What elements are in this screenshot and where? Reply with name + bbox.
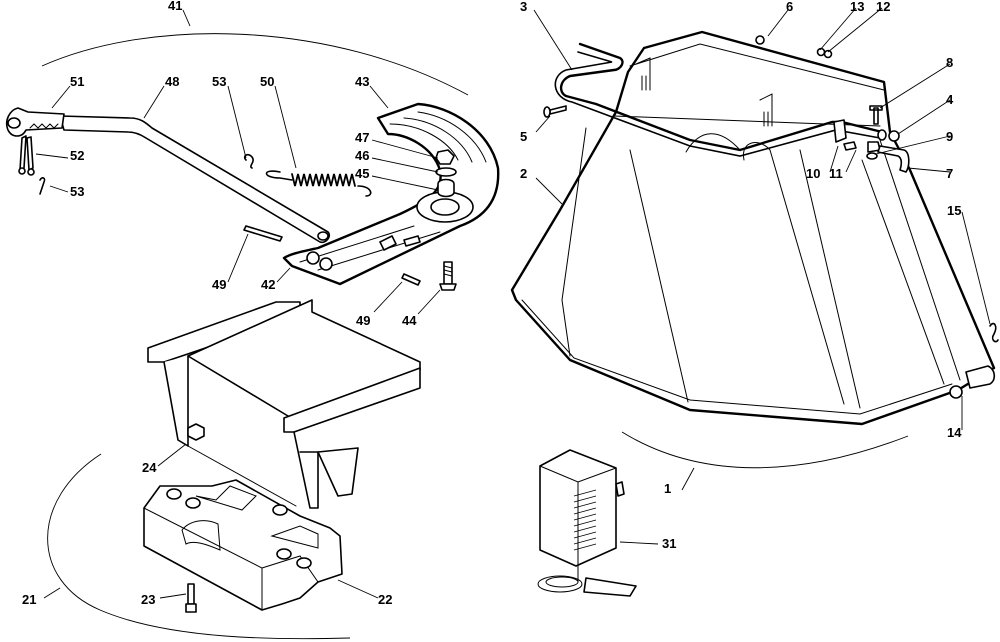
group-arc-battery [47, 453, 351, 640]
callout-44: 44 [402, 313, 417, 328]
catcher-handle-frame [554, 42, 887, 157]
washer-part [435, 167, 457, 177]
callout-52: 52 [70, 148, 84, 163]
callout-47: 47 [355, 130, 369, 145]
leader-lines [35, 7, 991, 599]
nut-part [435, 149, 455, 165]
sleeve-part-9b [866, 152, 878, 160]
cap-part-4 [888, 130, 900, 142]
bolt-part-44 [439, 261, 457, 291]
callout-45: 45 [355, 166, 369, 181]
bolt-part-8 [869, 105, 883, 125]
bolt-part-5 [543, 105, 567, 118]
callout-1: 1 [664, 481, 671, 496]
bolt-part-11 [843, 141, 857, 151]
battery-charger [537, 449, 637, 597]
deflector-grip [5, 107, 65, 137]
callout-7: 7 [946, 166, 953, 181]
callout-50: 50 [260, 74, 274, 89]
callout-23: 23 [141, 592, 155, 607]
bushing-part [437, 178, 455, 198]
deflector-rod [59, 115, 331, 244]
hinge-pin [949, 365, 996, 399]
callout-13: 13 [850, 0, 864, 14]
callout-15: 15 [947, 203, 961, 218]
callout-14: 14 [947, 425, 962, 440]
clip-part [18, 135, 35, 176]
nut-part-6 [755, 35, 765, 45]
pin-rod-upper [243, 225, 283, 242]
washer-part-12 [823, 49, 833, 59]
callout-3: 3 [520, 0, 527, 14]
callout-42: 42 [261, 277, 275, 292]
callout-48: 48 [165, 74, 179, 89]
callout-53-upper: 53 [212, 74, 226, 89]
callout-9: 9 [946, 129, 953, 144]
battery-tray [143, 479, 343, 611]
screw-part-23 [185, 583, 197, 613]
callout-31: 31 [662, 536, 676, 551]
callout-41: 41 [168, 0, 182, 13]
callout-49-lower: 49 [356, 313, 370, 328]
callout-46: 46 [355, 148, 369, 163]
callout-5: 5 [520, 129, 527, 144]
group-arc-deflector [41, 33, 469, 96]
callout-2: 2 [520, 166, 527, 181]
deflector-shield [282, 102, 500, 286]
callout-12: 12 [876, 0, 890, 14]
nut-part-24 [187, 423, 205, 441]
callout-51: 51 [70, 74, 84, 89]
callout-11: 11 [829, 166, 843, 181]
hook-pin-upper [243, 153, 254, 169]
group-arc-catcher [621, 431, 909, 469]
grass-catcher-bag [510, 30, 996, 426]
pin-rod-lower [401, 273, 421, 286]
callout-4: 4 [946, 92, 954, 107]
clip-part-15 [989, 322, 999, 343]
callout-22: 22 [378, 592, 392, 607]
callout-53-lower: 53 [70, 184, 84, 199]
callout-6: 6 [786, 0, 793, 14]
callout-43: 43 [355, 74, 369, 89]
clamp-part-10 [833, 119, 847, 143]
nut-part-13 [816, 47, 826, 57]
callout-24: 24 [142, 460, 157, 475]
callout-8: 8 [946, 55, 953, 70]
tension-spring [265, 170, 372, 197]
callout-49-upper: 49 [212, 277, 226, 292]
mower-frame [147, 299, 421, 509]
callout-10: 10 [806, 166, 820, 181]
hook-pin-lower [39, 177, 46, 195]
callout-21: 21 [22, 592, 36, 607]
grip-part-7 [877, 145, 910, 173]
